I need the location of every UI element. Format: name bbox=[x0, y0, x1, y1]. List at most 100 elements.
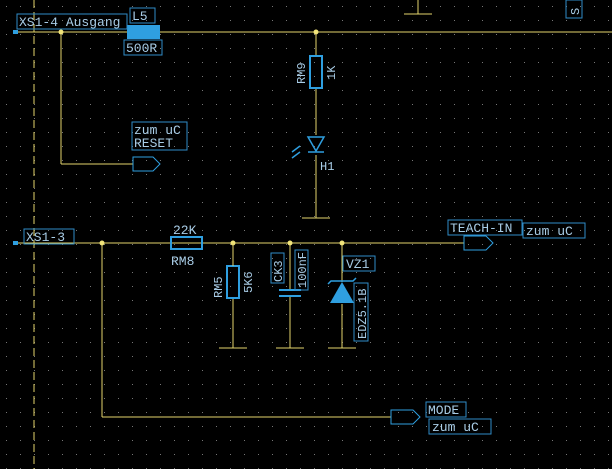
rm5-body[interactable] bbox=[226, 265, 240, 299]
grid-dot bbox=[510, 104, 511, 105]
grid-dot bbox=[104, 258, 105, 259]
grid-dot bbox=[174, 314, 175, 315]
grid-dot bbox=[272, 440, 273, 441]
grid-dot bbox=[160, 314, 161, 315]
grid-dot bbox=[342, 216, 343, 217]
grid-dot bbox=[216, 20, 217, 21]
grid-dot bbox=[496, 440, 497, 441]
teach-in-port-symbol[interactable] bbox=[463, 235, 494, 251]
grid-dot bbox=[594, 118, 595, 119]
grid-dot bbox=[202, 90, 203, 91]
grid-dot bbox=[608, 160, 609, 161]
grid-dot bbox=[216, 216, 217, 217]
grid-dot bbox=[454, 244, 455, 245]
grid-dot bbox=[538, 398, 539, 399]
grid-dot bbox=[174, 48, 175, 49]
grid-dot bbox=[244, 314, 245, 315]
grid-dot bbox=[608, 104, 609, 105]
grid-dot bbox=[580, 62, 581, 63]
grid-dot bbox=[216, 342, 217, 343]
grid-dot bbox=[118, 118, 119, 119]
grid-dot bbox=[580, 104, 581, 105]
component-rm9[interactable]: RM9 1K bbox=[295, 55, 339, 89]
grid-dot bbox=[76, 328, 77, 329]
port-teach-in[interactable]: TEACH-IN zum uC bbox=[447, 219, 586, 251]
grid-dot bbox=[6, 62, 7, 63]
grid-dot bbox=[244, 132, 245, 133]
component-ck3[interactable]: CK3 100nF bbox=[270, 249, 310, 297]
grid-dot bbox=[272, 412, 273, 413]
grid-dot bbox=[90, 440, 91, 441]
port-mode[interactable]: MODE zum uC bbox=[390, 401, 492, 435]
grid-dot bbox=[48, 20, 49, 21]
grid-dot bbox=[62, 34, 63, 35]
grid-dot bbox=[482, 48, 483, 49]
grid-dot bbox=[384, 188, 385, 189]
l5-body[interactable] bbox=[127, 25, 160, 39]
grid-dot bbox=[594, 90, 595, 91]
port-reset[interactable]: zum uC RESET bbox=[131, 121, 188, 172]
grid-dot bbox=[398, 118, 399, 119]
grid-dot bbox=[216, 412, 217, 413]
grid-dot bbox=[258, 62, 259, 63]
grid-dot bbox=[286, 314, 287, 315]
grid-dot bbox=[6, 48, 7, 49]
grid-dot bbox=[342, 48, 343, 49]
reset-port-symbol[interactable] bbox=[132, 156, 161, 172]
grid-dot bbox=[356, 412, 357, 413]
grid-dot bbox=[594, 160, 595, 161]
grid-dot bbox=[202, 104, 203, 105]
grid-dot bbox=[62, 118, 63, 119]
component-rm8[interactable]: 22K RM8 bbox=[170, 223, 203, 269]
grid-dot bbox=[580, 90, 581, 91]
grid-dot bbox=[328, 286, 329, 287]
component-rm5[interactable]: RM5 5K6 bbox=[212, 243, 256, 299]
grid-dot bbox=[594, 356, 595, 357]
component-h1[interactable]: H1 bbox=[291, 136, 334, 174]
grid-dot bbox=[216, 118, 217, 119]
vz1-triangle[interactable] bbox=[330, 282, 354, 303]
grid-dot bbox=[160, 328, 161, 329]
grid-dot bbox=[202, 202, 203, 203]
grid-dot bbox=[370, 300, 371, 301]
grid-dot bbox=[258, 230, 259, 231]
mode-port-symbol[interactable] bbox=[390, 409, 421, 425]
rm8-body[interactable] bbox=[170, 236, 203, 250]
grid-dot bbox=[188, 370, 189, 371]
teach-in-target: zum uC bbox=[526, 224, 573, 239]
component-vz1[interactable]: VZ1 EDZ5.1B bbox=[327, 255, 376, 342]
grid-dot bbox=[356, 62, 357, 63]
rm9-body[interactable] bbox=[309, 55, 323, 89]
grid-dot bbox=[384, 174, 385, 175]
grid-dot bbox=[328, 174, 329, 175]
grid-dot bbox=[608, 328, 609, 329]
h1-led-triangle[interactable] bbox=[306, 136, 326, 153]
grid-dot bbox=[300, 328, 301, 329]
grid-dot bbox=[454, 188, 455, 189]
grid-dot bbox=[468, 272, 469, 273]
grid-dot bbox=[524, 412, 525, 413]
grid-dot bbox=[286, 216, 287, 217]
grid-dot bbox=[426, 132, 427, 133]
pin-xs1-4[interactable] bbox=[13, 30, 18, 34]
grid-dot bbox=[244, 188, 245, 189]
grid-dot bbox=[328, 244, 329, 245]
grid-dot bbox=[244, 258, 245, 259]
component-l5[interactable]: L5 500R bbox=[123, 7, 163, 56]
reset-line1: zum uC bbox=[134, 123, 181, 138]
grid-dot bbox=[6, 230, 7, 231]
grid-dot bbox=[160, 272, 161, 273]
grid-dot bbox=[34, 356, 35, 357]
grid-dot bbox=[244, 454, 245, 455]
grid-dot bbox=[258, 454, 259, 455]
grid-dot bbox=[440, 230, 441, 231]
grid-dot bbox=[370, 258, 371, 259]
grid-dot bbox=[482, 384, 483, 385]
grid-dot bbox=[20, 20, 21, 21]
grid-dot bbox=[174, 174, 175, 175]
grid-dot bbox=[314, 300, 315, 301]
grid-dot bbox=[440, 132, 441, 133]
grid-dot bbox=[104, 174, 105, 175]
pin-xs1-3[interactable] bbox=[13, 241, 18, 245]
